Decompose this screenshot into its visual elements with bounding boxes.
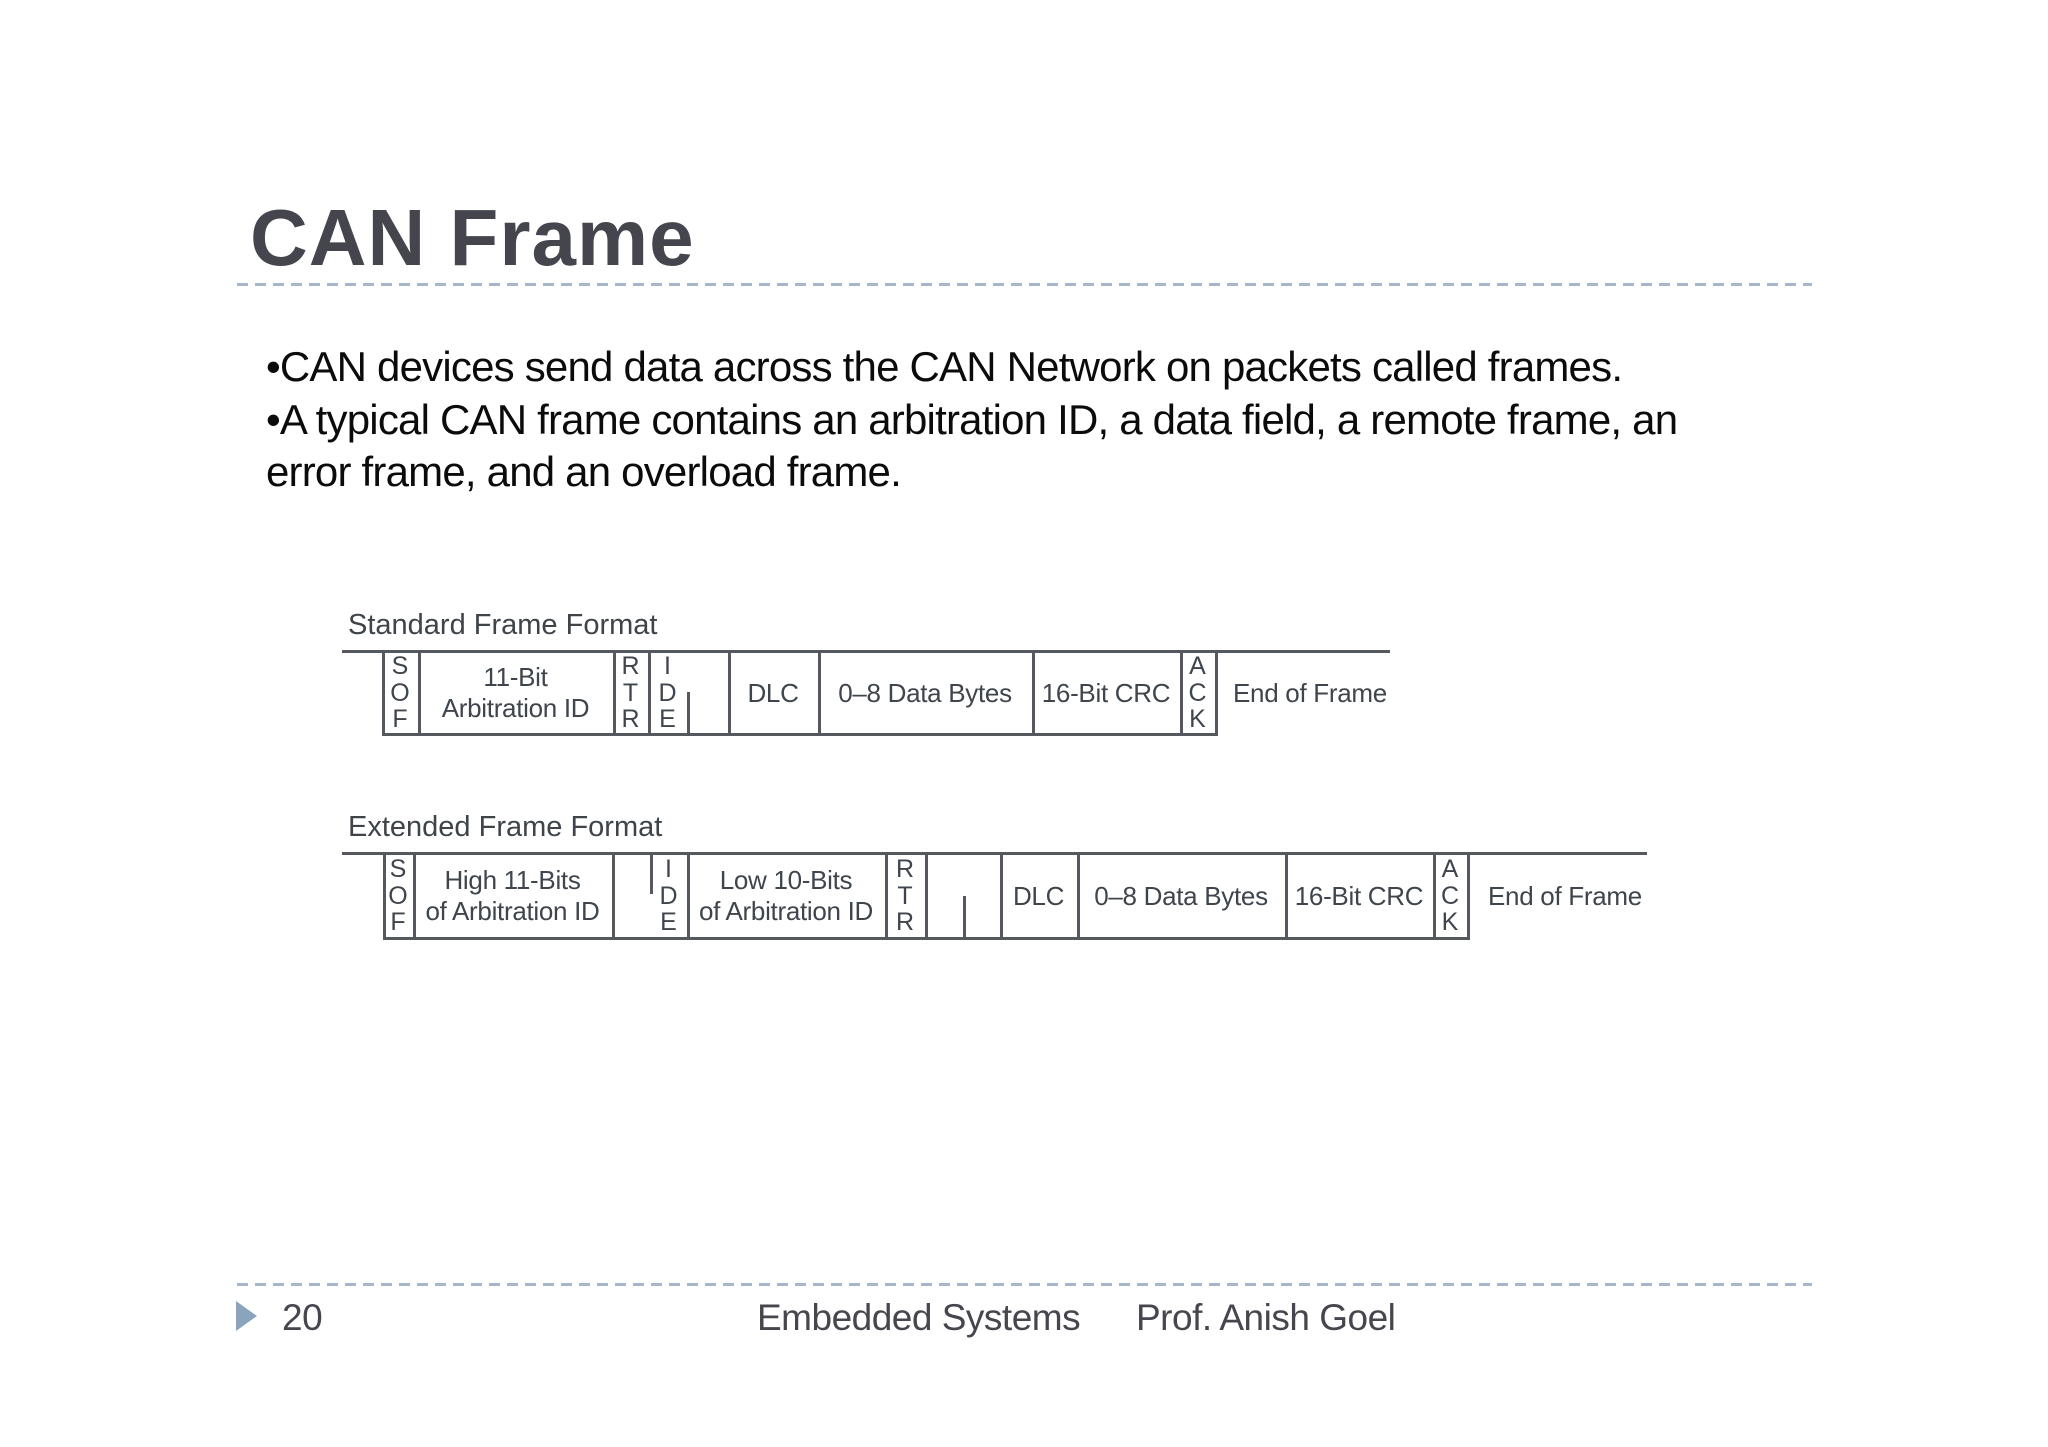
field-boundary bbox=[1032, 650, 1035, 736]
field-boundary bbox=[1215, 650, 1218, 736]
title-divider bbox=[237, 283, 1812, 286]
ext-arbitration-high-line1: High 11-Bits bbox=[444, 865, 581, 895]
half-bit-boundary bbox=[687, 692, 690, 736]
std-arbitration-cell: 11-Bit Arbitration ID bbox=[418, 650, 613, 736]
field-boundary bbox=[613, 650, 616, 736]
ext-arbitration-low-line2: of Arbitration ID bbox=[698, 896, 874, 926]
field-boundary bbox=[1285, 852, 1288, 940]
std-crc-cell: 16-Bit CRC bbox=[1041, 677, 1171, 708]
std-dlc-cell: DLC bbox=[747, 677, 799, 708]
std-arbitration-line1: 11-Bit bbox=[483, 662, 548, 692]
field-boundary bbox=[925, 852, 928, 940]
footer-course: Embedded Systems bbox=[757, 1297, 1081, 1338]
field-boundary bbox=[1433, 852, 1436, 940]
ext-dlc-cell: DLC bbox=[1012, 880, 1065, 911]
bullet-text-block: •CAN devices send data across the CAN Ne… bbox=[266, 341, 1678, 499]
std-arbitration-line2: Arbitration ID bbox=[441, 693, 590, 723]
field-boundary bbox=[612, 852, 615, 940]
bullet-line: error frame, and an overload frame. bbox=[266, 448, 902, 495]
footer-author: Prof. Anish Goel bbox=[1136, 1297, 1396, 1338]
std-data-bytes-cell: 0–8 Data Bytes bbox=[838, 677, 1012, 708]
page-title: CAN Frame bbox=[250, 193, 695, 282]
standard-frame-label: Standard Frame Format bbox=[348, 609, 658, 641]
ext-arbitration-high-cell: High 11-Bits of Arbitration ID bbox=[413, 852, 612, 940]
half-bit-boundary bbox=[650, 852, 653, 894]
footer-arrow-icon bbox=[236, 1301, 257, 1331]
top-rail bbox=[342, 650, 1390, 653]
field-boundary bbox=[1180, 650, 1183, 736]
field-boundary bbox=[382, 650, 385, 736]
field-boundary bbox=[885, 852, 888, 940]
bottom-rail bbox=[382, 733, 1218, 736]
ext-end-of-frame-cell: End of Frame bbox=[1488, 880, 1642, 911]
field-boundary bbox=[418, 650, 421, 736]
page-number: 20 bbox=[282, 1297, 323, 1338]
field-boundary bbox=[687, 852, 690, 940]
field-boundary bbox=[383, 852, 386, 940]
field-boundary bbox=[1467, 852, 1470, 940]
field-boundary bbox=[1000, 852, 1003, 940]
ext-crc-cell: 16-Bit CRC bbox=[1294, 880, 1424, 911]
bullet-line: •A typical CAN frame contains an arbitra… bbox=[266, 395, 1678, 443]
field-boundary bbox=[818, 650, 821, 736]
field-boundary bbox=[648, 650, 651, 736]
top-rail bbox=[342, 852, 1647, 855]
footer-divider bbox=[237, 1283, 1812, 1286]
ext-arbitration-high-line2: of Arbitration ID bbox=[425, 896, 600, 926]
half-bit-boundary bbox=[963, 896, 966, 940]
bullet-line: •CAN devices send data across the CAN Ne… bbox=[266, 343, 1623, 390]
field-boundary bbox=[413, 852, 416, 940]
field-boundary bbox=[1077, 852, 1080, 940]
field-boundary bbox=[728, 650, 731, 736]
ext-arbitration-low-cell: Low 10-Bits of Arbitration ID bbox=[687, 852, 885, 940]
ext-data-bytes-cell: 0–8 Data Bytes bbox=[1094, 880, 1268, 911]
ext-arbitration-low-line1: Low 10-Bits bbox=[719, 865, 853, 895]
extended-frame-label: Extended Frame Format bbox=[348, 811, 663, 843]
std-end-of-frame-cell: End of Frame bbox=[1233, 677, 1387, 708]
